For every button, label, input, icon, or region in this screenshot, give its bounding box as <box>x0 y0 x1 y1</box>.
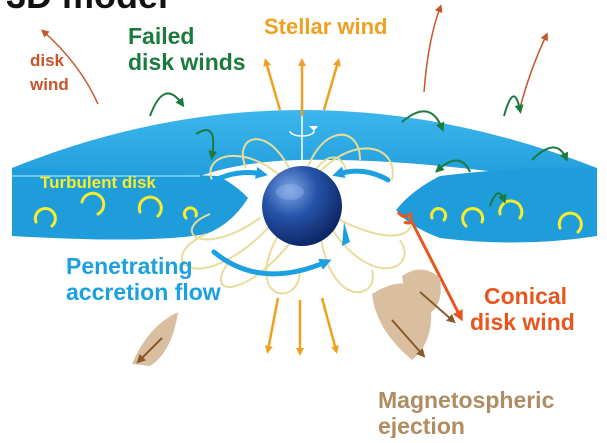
label-conical-line1: Conical <box>484 283 567 309</box>
disk-right-body <box>396 168 597 243</box>
label-stellar-wind: Stellar wind <box>264 14 387 39</box>
title: 3D model <box>6 0 168 16</box>
label-failed-disk-winds-line2: disk winds <box>128 49 246 75</box>
label-disk-wind-line1: disk <box>30 51 65 70</box>
accretion-column <box>342 222 350 246</box>
label-penetrating-line1: Penetrating <box>66 253 193 279</box>
label-conical-line2: disk wind <box>470 309 575 335</box>
label-disk-wind-line2: wind <box>29 75 69 94</box>
label-penetrating-line2: accretion flow <box>66 279 221 305</box>
label-failed-disk-winds-line1: Failed <box>128 23 194 49</box>
label-magnetospheric-line2: ejection <box>378 413 465 438</box>
label-magnetospheric-line1: Magnetospheric <box>378 387 555 413</box>
star-highlight <box>276 184 304 200</box>
label-turbulent-disk: Turbulent disk <box>40 173 156 192</box>
protostar <box>262 166 342 246</box>
